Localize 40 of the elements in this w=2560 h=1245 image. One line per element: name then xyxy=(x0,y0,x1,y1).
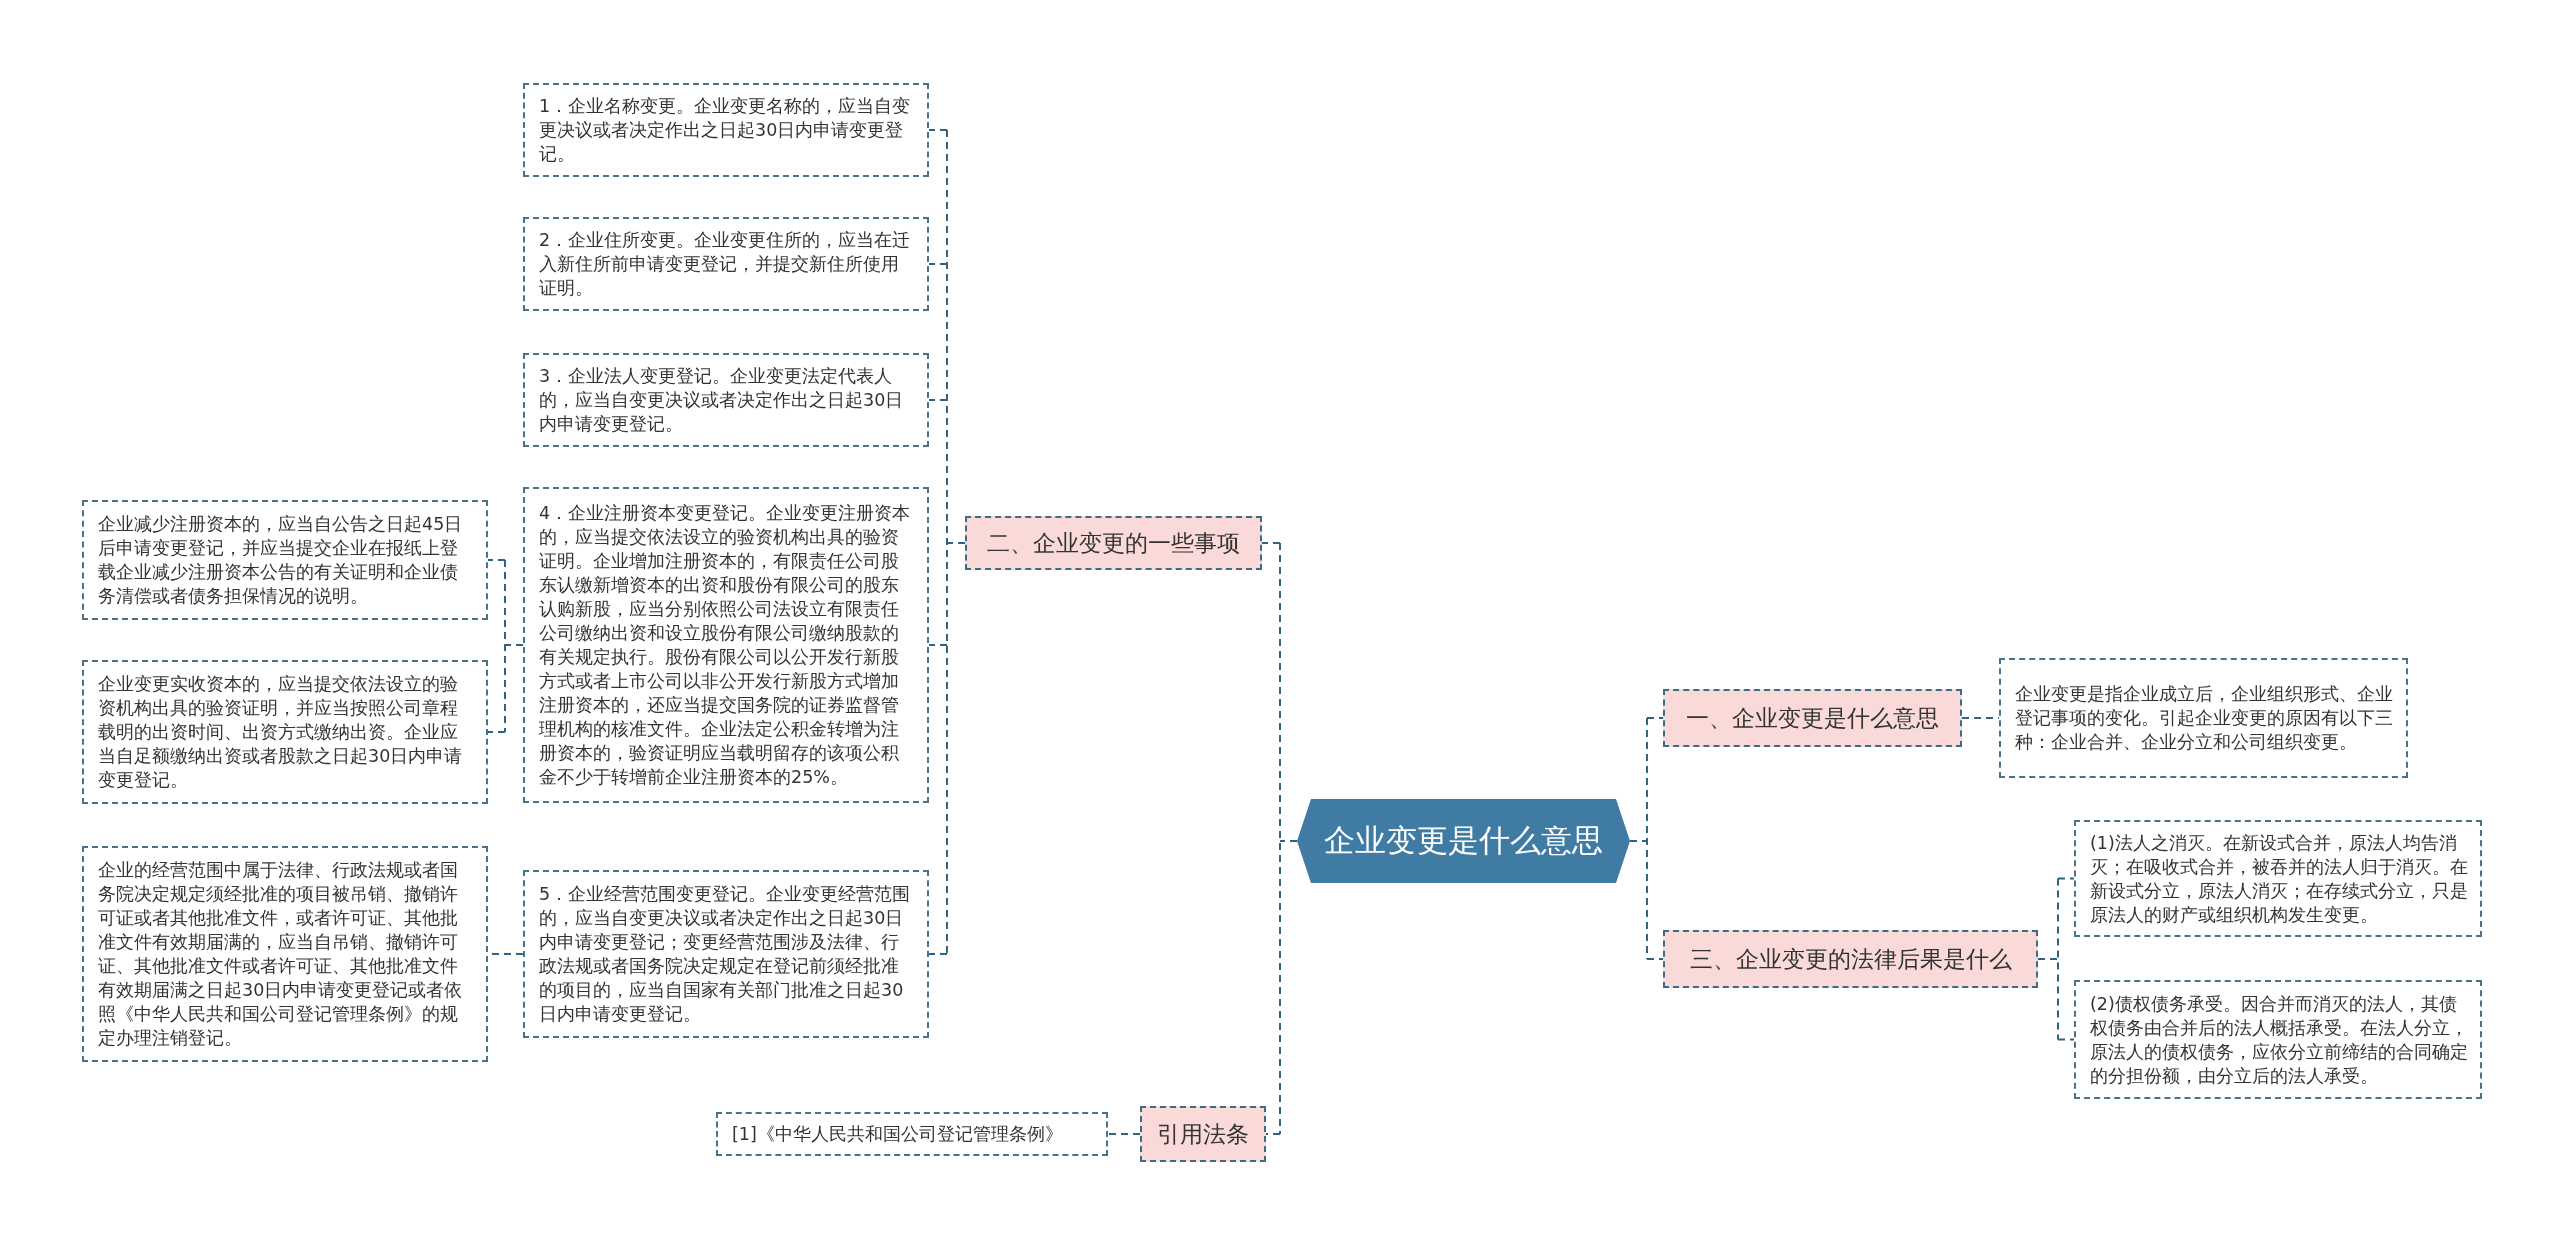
connector-line xyxy=(2037,877,2075,1041)
note-card xyxy=(523,217,929,311)
note-text: 企业减少注册资本的，应当自公告之日起45日后申请变更登记，并应当提交企业在报纸上登载企业减少注册资本公告的有关证明和企业债务清偿或者债务担保情况的说明。 xyxy=(98,513,464,608)
branch-topic xyxy=(1140,1106,1266,1162)
note-card xyxy=(523,83,929,177)
branch-title: 三、企业变更的法律后果是什么 xyxy=(1689,944,2012,974)
note-text: 2．企业住所变更。企业变更住所的，应当在迁入新住所前申请变更登记，并提交新住所使用证明。 xyxy=(539,229,912,300)
note-card xyxy=(2074,980,2482,1099)
note-card xyxy=(523,870,929,1038)
note-card xyxy=(523,353,929,447)
note-text: (2)债权债务承受。因合并而消灭的法人，其债权债务由合并后的法人概括承受。在法人分立，原法人的债权债务，应依分立前缔结的合同确定的分担份额，由分立后的法人承受。 xyxy=(2090,992,2468,1088)
connector-line xyxy=(1107,1133,1141,1135)
note-text: 5．企业经营范围变更登记。企业变更经营范围的，应当自变更决议或者决定作出之日起30日内申请变更登记；变更经营范围涉及法律、行政法规或者国务院决定规定在登记前须经批准的项目的，应当自国家有关部门批准之日起30日内申请变更登记。 xyxy=(539,883,912,1026)
note-card xyxy=(2074,820,2482,937)
branch-topic xyxy=(965,516,1262,570)
connector-line xyxy=(487,559,524,733)
branch-title: 一、企业变更是什么意思 xyxy=(1686,703,1939,733)
note-text: 企业变更实收资本的，应当提交依法设立的验资机构出具的验资证明，并应当按照公司章程载明的出资时间、出资方式缴纳出资。企业应当自足额缴纳出资或者股款之日起30日内申请变更登记。 xyxy=(98,673,464,792)
branch-title: 二、企业变更的一些事项 xyxy=(987,528,1240,558)
connector-line xyxy=(1629,717,1664,960)
note-text: [1]《中华人民共和国公司登记管理条例》 xyxy=(732,1123,1063,1146)
note-text: 企业的经营范围中属于法律、行政法规或者国务院决定规定须经批准的项目被吊销、撤销许可证或者其他批准文件，或者许可证、其他批准文件有效期届满的，应当自吊销、撤销许可证、其他批准文件或者许可证、其他批准文件有效期届满之日起30日内申请变更登记或者依照《中华人民共和国公司登记管理条例》的规定办理注销登记。 xyxy=(98,859,464,1050)
topic-title: 企业变更是什么意思 xyxy=(1324,822,1603,860)
connector-line xyxy=(928,129,966,955)
note-text: 企业变更是指企业成立后，企业组织形式、企业登记事项的变化。引起企业变更的原因有以下三种：企业合并、企业分立和公司组织变更。 xyxy=(2015,683,2394,754)
note-text: 1．企业名称变更。企业变更名称的，应当自变更决议或者决定作出之日起30日内申请变更登记。 xyxy=(539,95,912,166)
connector-line xyxy=(1261,542,1298,1135)
branch-topic xyxy=(1663,930,2038,988)
note-text: 4．企业注册资本变更登记。企业变更注册资本的，应当提交依法设立的验资机构出具的验资证明。企业增加注册资本的，有限责任公司股东认缴新增资本的出资和股份有限公司的股东认购新股，应当分别依照公司法设立有限责任公司缴纳出资和设立股份有限公司缴纳股款的有关规定执行。股份有限公司以公开发行新股方式或者上市公司以非公开发行新股方式增加注册资本的，还应当提交国务院的证券监督管理机构的核准文件。企业法定公积金转增为注册资本的，验资证明应当载明留存的该项公积金不少于转增前企业注册资本的25%。 xyxy=(539,502,912,789)
note-card xyxy=(716,1112,1108,1156)
note-card xyxy=(82,660,488,804)
note-text: (1)法人之消灭。在新设式合并，原法人均告消灭；在吸收式合并，被吞并的法人归于消灭。在新设式分立，原法人消灭；在存续式分立，只是原法人的财产或组织机构发生变更。 xyxy=(2090,831,2468,927)
note-card xyxy=(82,846,488,1062)
note-card xyxy=(1999,658,2408,778)
branch-title: 引用法条 xyxy=(1157,1119,1249,1149)
branch-topic xyxy=(1663,689,1962,747)
note-card xyxy=(82,500,488,620)
note-card xyxy=(523,487,929,803)
central-topic xyxy=(1297,799,1630,883)
note-text: 3．企业法人变更登记。企业变更法定代表人的，应当自变更决议或者决定作出之日起30日内申请变更登记。 xyxy=(539,365,905,436)
